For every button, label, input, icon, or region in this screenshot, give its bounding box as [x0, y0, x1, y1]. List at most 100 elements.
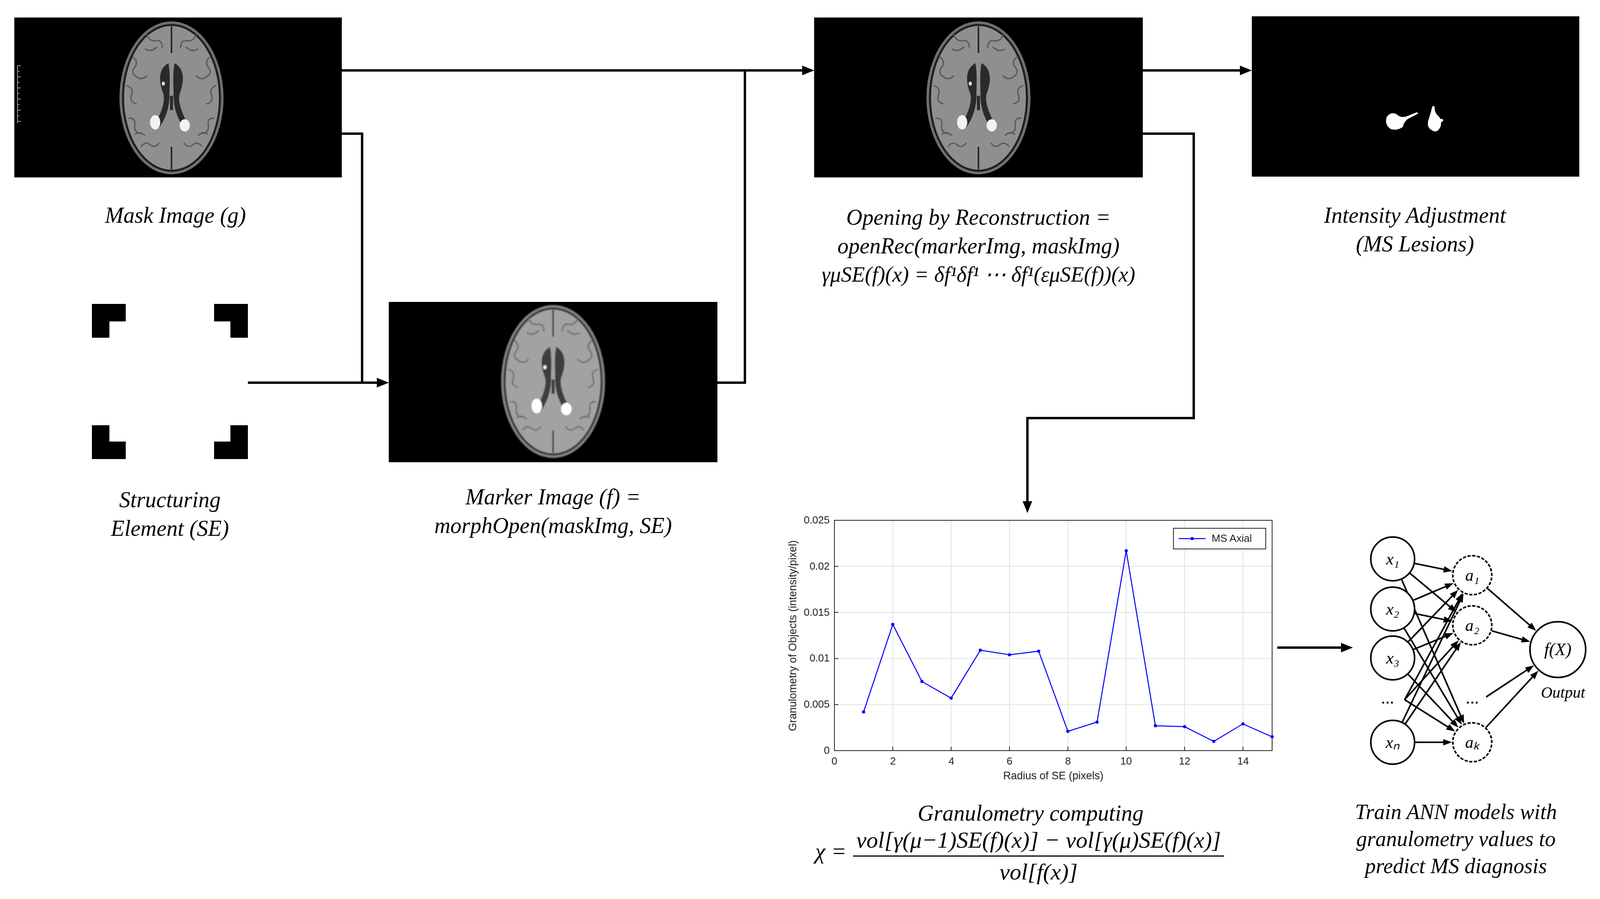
scale-ruler	[17, 65, 21, 124]
arrow-head	[376, 378, 389, 388]
line-chart	[834, 520, 1274, 751]
arrow-head	[1444, 633, 1454, 640]
node-caption: Intensity Adjustment (MS Lesions)	[1322, 200, 1508, 259]
connector-line	[1413, 586, 1448, 601]
tick-label: 0.005	[803, 698, 830, 711]
formula-text: γμSE(f)(x) = δf¹δf¹ ⋯ δf¹(εμSE(f))(x)	[821, 260, 1136, 289]
image-panel: Marker Image (f) = morphOpen(maskImg, SE…	[388, 302, 718, 463]
node-caption: Marker Image (f) = morphOpen(maskImg, SE…	[432, 482, 674, 540]
arrow-head	[802, 65, 815, 76]
neuron-label: aₖ	[1465, 732, 1480, 753]
formula-text: χ =	[815, 838, 847, 865]
connector	[1415, 739, 1452, 746]
connector-line	[1277, 646, 1343, 649]
lesion-mask	[1385, 106, 1444, 132]
brain-slice	[119, 21, 224, 175]
arrow-head	[1449, 719, 1459, 728]
axis-title: Radius of SE (pixels)	[1003, 769, 1104, 783]
axis-title: Granulometry of Objects (intensity/pixel…	[786, 540, 800, 732]
mri-image	[388, 302, 718, 463]
connector	[1142, 65, 1252, 76]
output-label: Output	[1540, 683, 1585, 703]
image-panel: Intensity Adjustment (MS Lesions)	[1251, 16, 1580, 177]
legend-sample	[1178, 537, 1206, 541]
hidden-neuron: a₁	[1451, 555, 1493, 596]
tick-label: 0	[831, 755, 838, 768]
tick-label: 10	[1120, 755, 1133, 768]
structuring-element-shape	[91, 304, 248, 460]
neuron-label: f(X)	[1544, 639, 1572, 660]
image-panel: Mask Image (g)	[14, 17, 342, 178]
connector-line	[1414, 563, 1446, 570]
mri-image	[14, 17, 342, 178]
tick-label: 0.02	[809, 560, 830, 573]
connector	[1413, 633, 1454, 650]
arrow-head	[1022, 501, 1033, 514]
node-caption: Train ANN models with granulometry value…	[1353, 798, 1559, 880]
hidden-neuron: a₂	[1451, 605, 1493, 646]
tick-label: 0.015	[803, 606, 830, 619]
input-neuron: x₂	[1370, 586, 1416, 632]
connector-line	[1404, 628, 1458, 720]
brain-slice	[926, 21, 1031, 175]
arrow-head	[376, 378, 389, 388]
arrow-head	[802, 65, 815, 76]
connector	[1404, 628, 1462, 725]
arrow-head	[1456, 593, 1464, 603]
arrow-head	[1239, 65, 1252, 76]
mri-image	[814, 17, 1143, 178]
neuron-label: x₁	[1385, 549, 1400, 570]
tick-label: 4	[948, 755, 955, 768]
connector	[247, 378, 389, 388]
arrow-head	[1520, 636, 1530, 643]
input-neuron: x₁	[1370, 536, 1416, 582]
connector	[1410, 573, 1457, 613]
tick-label: 6	[1006, 755, 1013, 768]
connector	[341, 65, 815, 76]
connector	[1487, 588, 1537, 632]
connector-line	[247, 381, 379, 384]
chart-panel: Granulometry computingχ =vol[γ(μ−1)SE(f)…	[779, 513, 1278, 786]
connector-line	[1408, 595, 1454, 642]
node-caption: Opening by Reconstruction = openRec(mark…	[836, 202, 1121, 261]
tick-label: 14	[1237, 755, 1250, 768]
tick-label: 0	[824, 744, 830, 757]
arrow-head	[1527, 622, 1537, 631]
formula-text: vol[f(x)]	[999, 859, 1078, 885]
fraction-bar	[853, 855, 1225, 858]
input-neuron: x₃	[1370, 635, 1416, 681]
ellipsis: ...	[1465, 687, 1480, 710]
connector-line	[1491, 631, 1524, 641]
connector	[1486, 670, 1539, 728]
network-group: Train ANN models with granulometry value…	[1352, 529, 1596, 768]
connector-line	[1142, 69, 1242, 72]
connector	[1022, 133, 1194, 514]
tick-label: 2	[890, 755, 896, 768]
arrow-head	[1449, 590, 1459, 599]
connector	[717, 65, 815, 383]
arrow-head	[1340, 643, 1353, 653]
arrow-head	[1529, 670, 1539, 680]
node-caption: Mask Image (g)	[105, 200, 247, 230]
connector	[1277, 643, 1353, 653]
neuron-label: x₃	[1385, 648, 1400, 669]
neuron-label: xₙ	[1385, 732, 1400, 753]
input-neuron: xₙ	[1370, 719, 1416, 766]
connector-line	[341, 69, 804, 72]
node-caption: Structuring Element (SE)	[109, 485, 231, 543]
arrow-head	[1444, 583, 1454, 590]
mri-image	[1251, 16, 1580, 177]
tick-label: 0.01	[809, 652, 830, 665]
connector-line	[1487, 588, 1532, 627]
connector	[1414, 563, 1453, 573]
connector	[341, 133, 389, 388]
connector-line	[341, 133, 379, 383]
brain-slice	[500, 305, 606, 459]
connector	[1408, 590, 1459, 642]
neuron-label: a₂	[1465, 615, 1480, 636]
structuring-element: Structuring Element (SE)	[91, 304, 248, 460]
image-panel: Opening by Reconstruction = openRec(mark…	[814, 17, 1143, 178]
